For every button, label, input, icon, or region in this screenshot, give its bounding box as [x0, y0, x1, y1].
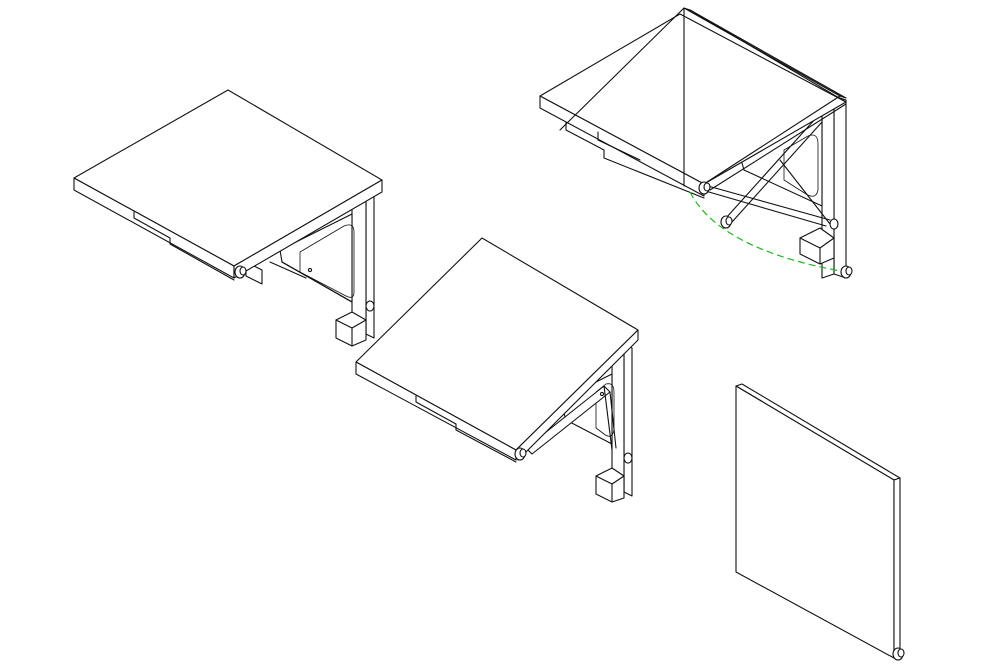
table-folded-flat [735, 383, 905, 661]
wall-bracket [701, 95, 847, 279]
table-tilted [355, 237, 639, 503]
hinge-pin-icon [829, 218, 839, 230]
hinge-pin-icon [623, 452, 633, 464]
hinge-pin-icon [234, 265, 247, 279]
pivot-point [599, 391, 605, 397]
hinge-pin-icon [720, 215, 733, 229]
hinge-pin-icon [514, 447, 527, 461]
folding-motion-arc [689, 191, 847, 273]
tabletop [355, 237, 639, 463]
tabletop [73, 89, 383, 281]
table-folded-out [73, 89, 383, 347]
pivot-point [307, 267, 313, 273]
tabletop-raised [559, 7, 847, 191]
hinge-pin-icon [698, 181, 711, 195]
table-folding-motion [539, 7, 853, 279]
panel-side-edge [893, 477, 901, 659]
hinge-pin-icon [892, 647, 905, 661]
hinge-pin-icon [365, 300, 375, 312]
hinge-pin-icon [840, 265, 853, 279]
